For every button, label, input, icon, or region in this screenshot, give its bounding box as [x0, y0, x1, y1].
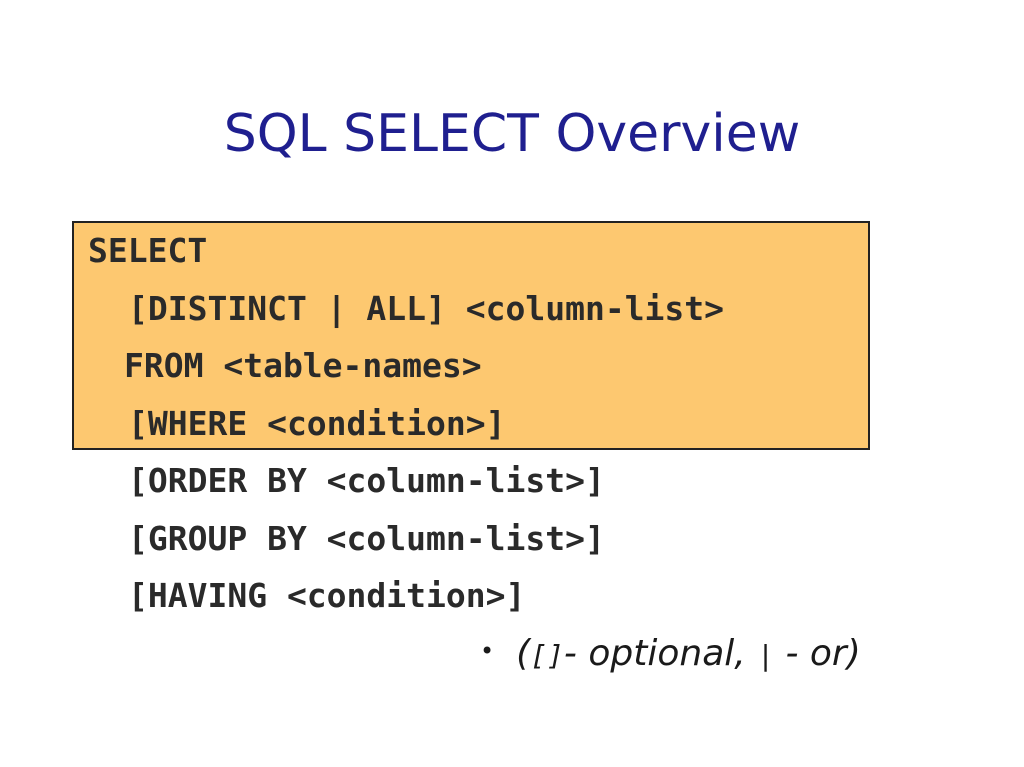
note-brackets-symbol: []	[530, 639, 564, 672]
note-pipe-symbol: |	[757, 639, 774, 672]
bullet-icon: •	[480, 637, 495, 665]
code-line-distinct: [DISTINCT | ALL] <column-list>	[128, 289, 725, 328]
highlight-box	[72, 221, 870, 450]
code-line-where: [WHERE <condition>]	[128, 404, 506, 443]
code-line-select: SELECT	[88, 231, 208, 270]
note-optional-text: - optional,	[563, 633, 758, 674]
note-or-text: - or)	[774, 633, 861, 674]
code-line-from: FROM <table-names>	[124, 346, 482, 385]
code-line-group-by: [GROUP BY <column-list>]	[128, 519, 605, 558]
code-line-having: [HAVING <condition>]	[128, 576, 526, 615]
slide-title: SQL SELECT Overview	[223, 104, 801, 164]
legend-note: • ([]- optional, | - or)	[480, 632, 861, 679]
code-line-order-by: [ORDER BY <column-list>]	[128, 461, 605, 500]
note-open-paren: (	[516, 633, 531, 674]
